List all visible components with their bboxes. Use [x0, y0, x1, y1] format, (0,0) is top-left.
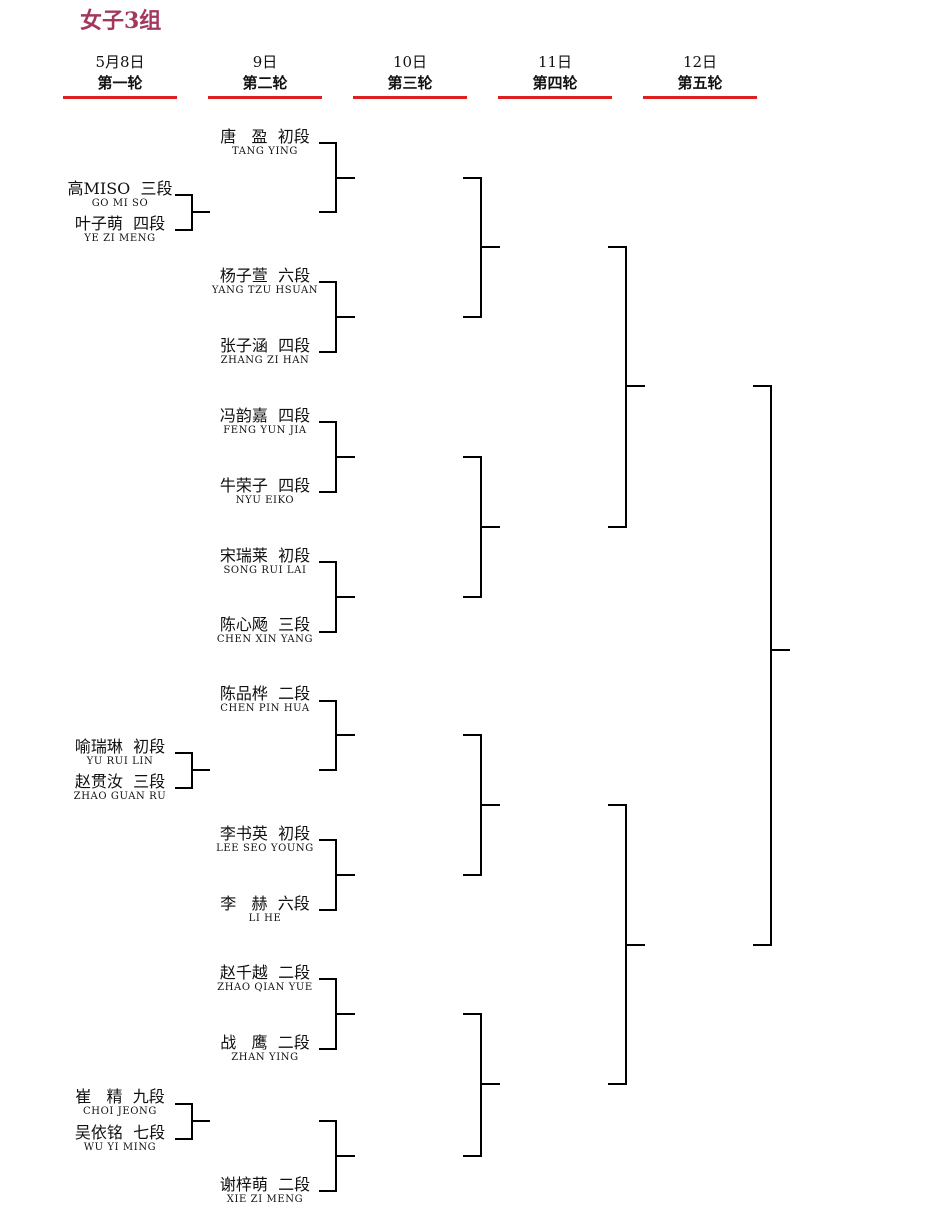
player-romanized: ZHAN YING	[231, 1052, 299, 1063]
round1-connector	[175, 194, 210, 231]
player-romanized: LI HE	[248, 913, 282, 924]
player-name: 谢梓萌 二段	[219, 1175, 311, 1194]
round2-connector	[319, 700, 355, 771]
player-entry: 谢梓萌 二段 XIE ZI MENG	[205, 1175, 325, 1206]
round-header-1: 5月8日 第一轮	[63, 52, 177, 99]
player-name: 唐 盈 初段	[220, 127, 310, 146]
round-name: 第二轮	[242, 74, 288, 92]
player-name: 陈品桦 二段	[219, 684, 311, 703]
player-name: 李 赫 六段	[220, 894, 310, 913]
player-name: 崔 精 九段	[75, 1087, 165, 1106]
round-header-2: 9日 第二轮	[208, 52, 322, 99]
player-entry: 陈心飏 三段 CHEN XIN YANG	[205, 615, 325, 646]
round5-connector	[753, 385, 790, 946]
player-romanized: YANG TZU HSUAN	[211, 285, 319, 296]
player-romanized: ZHAO QIAN YUE	[217, 982, 313, 993]
round2-connector	[319, 142, 355, 213]
player-name: 宋瑞莱 初段	[219, 546, 311, 565]
player-entry: 牛荣子 四段 NYU EIKO	[205, 476, 325, 507]
round-name: 第四轮	[532, 74, 578, 92]
round-underline	[63, 96, 177, 99]
player-name: 牛荣子 四段	[219, 476, 311, 495]
player-romanized: ZHAO GUAN RU	[73, 791, 167, 802]
round2-connector	[319, 1120, 355, 1192]
player-name: 吴依铭 七段	[74, 1123, 166, 1142]
round-header-3: 10日 第三轮	[353, 52, 467, 99]
player-name: 赵千越 二段	[219, 963, 311, 982]
round-date: 9日	[252, 53, 278, 71]
round4-connector	[608, 246, 645, 528]
player-romanized: CHOI JEONG	[83, 1106, 157, 1117]
player-romanized: ZHANG ZI HAN	[220, 355, 310, 366]
player-romanized: YU RUI LIN	[86, 756, 154, 767]
player-romanized: TANG YING	[232, 146, 298, 157]
round2-connector	[319, 839, 355, 911]
round2-connector	[319, 978, 355, 1050]
round-underline	[643, 96, 757, 99]
player-name: 冯韵嘉 四段	[219, 406, 311, 425]
player-romanized: NYU EIKO	[235, 495, 295, 506]
player-romanized: XIE ZI MENG	[226, 1194, 304, 1205]
round-header-5: 12日 第五轮	[643, 52, 757, 99]
round3-connector	[463, 456, 500, 598]
round2-connector	[319, 281, 355, 353]
player-entry: 高MISO 三段 GO MI SO	[60, 179, 180, 210]
player-name: 张子涵 四段	[219, 336, 311, 355]
player-entry: 宋瑞莱 初段 SONG RUI LAI	[205, 546, 325, 577]
round1-connector	[175, 752, 210, 789]
round-date: 12日	[682, 53, 718, 71]
player-entry: 赵贯汝 三段 ZHAO GUAN RU	[60, 772, 180, 803]
round4-connector	[608, 804, 645, 1085]
player-romanized: WU YI MING	[83, 1142, 157, 1153]
round-name: 第五轮	[677, 74, 723, 92]
player-romanized: LEE SEO YOUNG	[216, 843, 314, 854]
player-name: 李书英 初段	[219, 824, 311, 843]
round-name: 第一轮	[97, 74, 143, 92]
page-title: 女子3组	[80, 8, 162, 34]
player-romanized: YE ZI MENG	[84, 233, 156, 244]
player-romanized: GO MI SO	[91, 198, 149, 209]
player-entry: 赵千越 二段 ZHAO QIAN YUE	[205, 963, 325, 994]
player-entry: 崔 精 九段 CHOI JEONG	[60, 1087, 180, 1118]
player-romanized: CHEN XIN YANG	[216, 634, 314, 645]
player-name: 喻瑞琳 初段	[74, 737, 166, 756]
round2-connector	[319, 561, 355, 633]
player-entry: 喻瑞琳 初段 YU RUI LIN	[60, 737, 180, 768]
player-name: 赵贯汝 三段	[74, 772, 166, 791]
player-entry: 李 赫 六段 LI HE	[205, 894, 325, 925]
player-romanized: CHEN PIN HUA	[220, 703, 310, 714]
round-date: 11日	[537, 53, 573, 71]
player-name: 战 鹰 二段	[220, 1033, 310, 1052]
round3-connector	[463, 1013, 500, 1157]
player-entry: 冯韵嘉 四段 FENG YUN JIA	[205, 406, 325, 437]
player-entry: 李书英 初段 LEE SEO YOUNG	[205, 824, 325, 855]
round-name: 第三轮	[387, 74, 433, 92]
round-date: 10日	[392, 53, 428, 71]
player-entry: 吴依铭 七段 WU YI MING	[60, 1123, 180, 1154]
round3-connector	[463, 177, 500, 318]
round-date: 5月8日	[95, 53, 145, 71]
player-romanized: SONG RUI LAI	[223, 565, 307, 576]
player-romanized: FENG YUN JIA	[223, 425, 307, 436]
player-name: 叶子萌 四段	[74, 214, 166, 233]
round1-connector	[175, 1103, 210, 1140]
player-entry: 叶子萌 四段 YE ZI MENG	[60, 214, 180, 245]
player-entry: 唐 盈 初段 TANG YING	[205, 127, 325, 158]
round-underline	[208, 96, 322, 99]
round3-connector	[463, 734, 500, 876]
player-entry: 陈品桦 二段 CHEN PIN HUA	[205, 684, 325, 715]
round-underline	[498, 96, 612, 99]
player-name: 高MISO 三段	[67, 179, 173, 198]
round-header-4: 11日 第四轮	[498, 52, 612, 99]
player-name: 陈心飏 三段	[219, 615, 311, 634]
player-entry: 张子涵 四段 ZHANG ZI HAN	[205, 336, 325, 367]
player-entry: 杨子萱 六段 YANG TZU HSUAN	[205, 266, 325, 297]
player-entry: 战 鹰 二段 ZHAN YING	[205, 1033, 325, 1064]
round2-connector	[319, 421, 355, 493]
player-name: 杨子萱 六段	[219, 266, 311, 285]
round-underline	[353, 96, 467, 99]
